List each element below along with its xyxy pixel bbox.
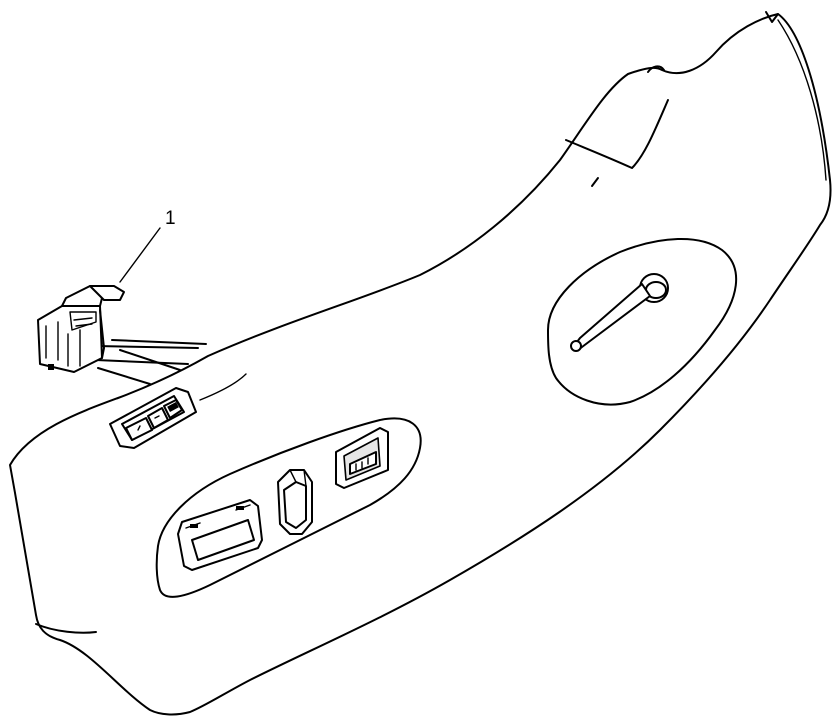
seat-adjuster-switch-icon[interactable]	[177, 499, 263, 571]
electrical-connector-icon	[37, 285, 207, 385]
recline-lever-icon	[570, 273, 669, 352]
memory-seat-switch-icon[interactable]	[121, 395, 185, 441]
callout-1-leader	[119, 227, 161, 283]
seat-side-panel-icon	[9, 11, 832, 716]
recline-recess	[547, 237, 738, 406]
recline-switch-icon[interactable]	[277, 469, 313, 535]
callout-1: 1	[119, 208, 176, 283]
lumbar-switch-icon[interactable]	[335, 427, 389, 489]
memory-switch-bezel	[109, 387, 197, 449]
callout-1-label: 1	[165, 208, 176, 229]
switch-bezel-icon	[155, 417, 422, 598]
